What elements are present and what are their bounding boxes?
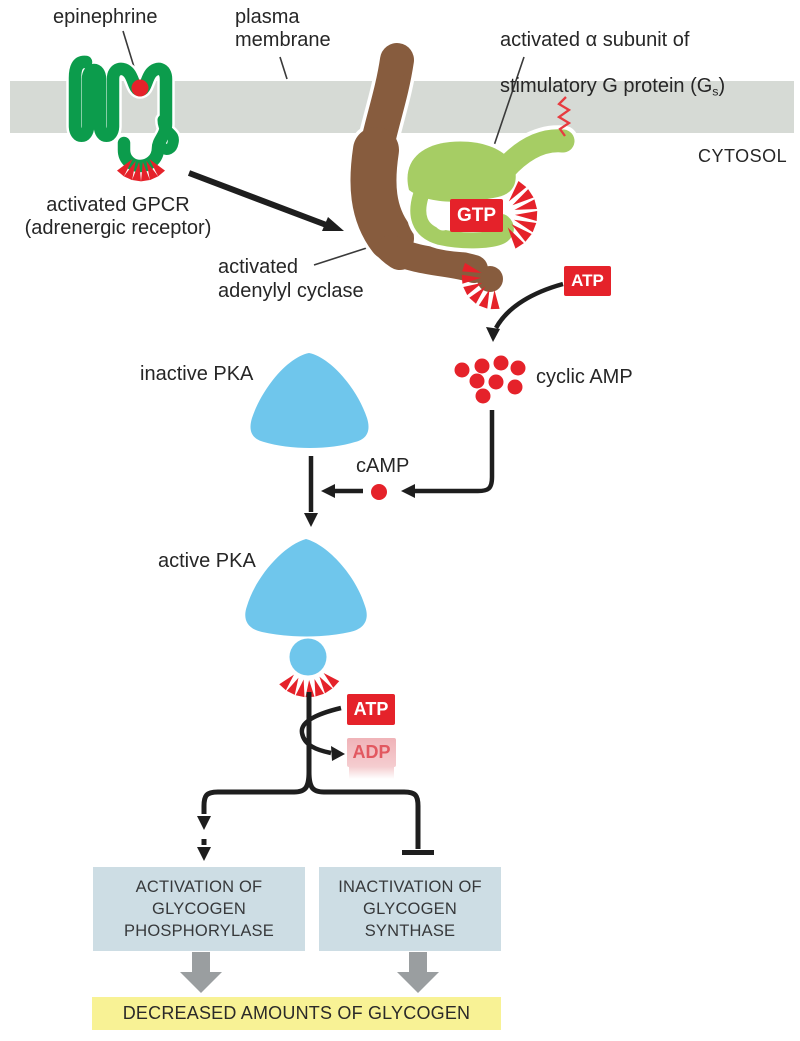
- pka-activation-arrow: [304, 456, 318, 527]
- g-alpha-label-line1: activated α subunit of: [500, 29, 690, 51]
- activated-gpcr-label: activated GPCR (adrenergic receptor): [24, 194, 212, 239]
- atp-to-camp-arrow: [486, 281, 564, 342]
- g-alpha-label: activated α subunit of stimulatory G pro…: [500, 6, 725, 103]
- cluster-to-camp-arrow: [401, 410, 495, 498]
- gpcr-receptor-shape: [66, 53, 182, 175]
- gs-alpha-subunit-shape: [403, 125, 579, 253]
- phosphorylase-arrowhead-2: [197, 847, 211, 861]
- right-block-arrow: [397, 952, 439, 993]
- adp-badge: ADP: [347, 738, 396, 779]
- adenylyl-cyclase-label: activated adenylyl cyclase: [218, 256, 364, 302]
- cytosol-label: CYTOSOL: [698, 146, 788, 166]
- epinephrine-ligand-dot: [131, 79, 149, 97]
- cyclic-amp-cluster: [454, 355, 526, 404]
- cyclic-amp-label: cyclic AMP: [536, 366, 633, 388]
- inactive-pka-label: inactive PKA: [140, 363, 254, 385]
- gpcr-to-cyclase-arrow: [187, 170, 344, 231]
- lipid-anchor-zigzag: [556, 96, 572, 137]
- glycogen-phosphorylase-box: ACTIVATION OF GLYCOGEN PHOSPHORYLASE: [93, 867, 305, 951]
- camp-to-pka-arrow: [321, 484, 363, 498]
- atp-badge-top: ATP: [564, 266, 611, 296]
- gtp-badge: GTP: [450, 199, 503, 232]
- active-pka-shape: [245, 539, 367, 676]
- glycogen-synthase-box: INACTIVATION OF GLYCOGEN SYNTHASE: [319, 867, 501, 951]
- atp-adp-swap-arrow: [299, 705, 345, 761]
- active-pka-label: active PKA: [158, 550, 256, 572]
- gtp-pocket-hole: [432, 201, 454, 231]
- g-alpha-label-line2: stimulatory G protein (Gs): [500, 75, 726, 99]
- atp-badge-bottom: ATP: [347, 694, 395, 725]
- camp-dot: [371, 484, 387, 500]
- inactive-pka-shape: [250, 353, 369, 448]
- left-block-arrow: [180, 952, 222, 993]
- pka-output-lines: [201, 692, 434, 855]
- camp-label: cAMP: [356, 455, 410, 477]
- plasma-membrane-label: plasma membrane: [235, 6, 331, 51]
- result-box: DECREASED AMOUNTS OF GLYCOGEN: [92, 997, 501, 1030]
- phosphorylase-arrowhead-1: [197, 816, 211, 830]
- epinephrine-label: epinephrine: [53, 6, 158, 28]
